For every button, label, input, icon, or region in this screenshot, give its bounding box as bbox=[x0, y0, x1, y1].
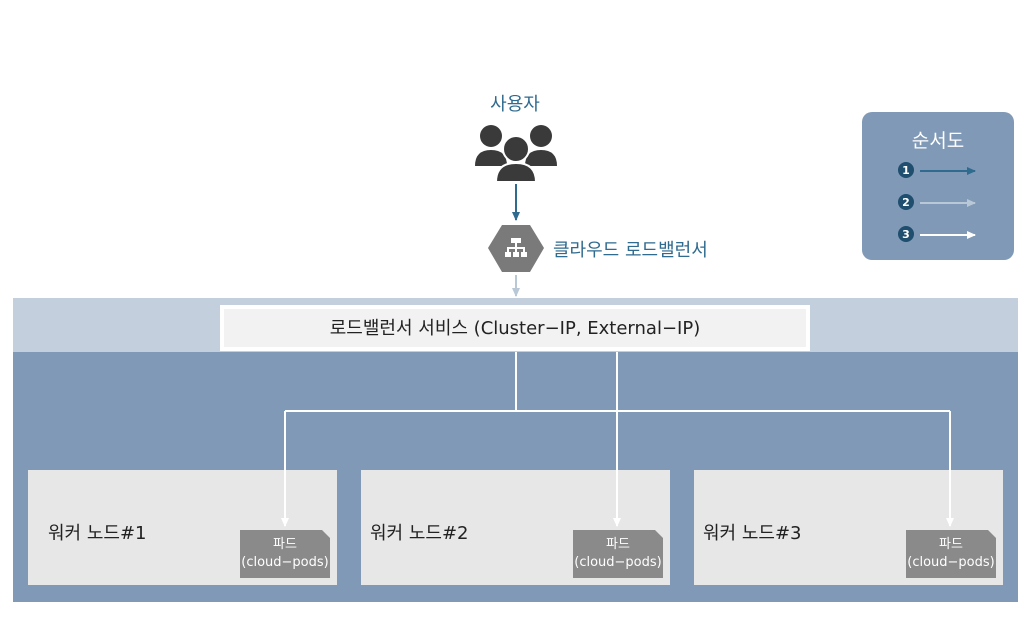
pod-box-2 bbox=[573, 530, 663, 578]
legend-item-1 bbox=[898, 162, 976, 178]
service-box bbox=[220, 305, 810, 351]
user-label: 사용자 bbox=[490, 94, 540, 115]
legend-badge-2 bbox=[898, 194, 914, 210]
worker-node-2-label: 워커 노드#2 bbox=[370, 523, 469, 544]
pod-3-title: 파드 bbox=[939, 537, 963, 552]
pod-1: 파드 (cloud−pods) bbox=[240, 536, 330, 572]
legend-box bbox=[862, 112, 1014, 260]
pod-2: 파드 (cloud−pods) bbox=[573, 536, 663, 572]
legend-number-3: 3 bbox=[902, 228, 910, 241]
legend-number-2: 2 bbox=[902, 196, 910, 209]
worker-node-1-label: 워커 노드#1 bbox=[48, 523, 147, 544]
users-icon bbox=[475, 125, 557, 183]
legend-item-2 bbox=[898, 194, 976, 210]
pod-3: 파드 (cloud−pods) bbox=[906, 536, 996, 572]
worker-node-3-label: 워커 노드#3 bbox=[703, 523, 802, 544]
load-balancer-icon bbox=[488, 225, 544, 272]
pod-box-3 bbox=[906, 530, 996, 578]
pod-1-name: (cloud−pods) bbox=[241, 555, 329, 570]
service-to-pods-connectors bbox=[281, 352, 954, 527]
pod-box-1 bbox=[240, 530, 330, 578]
load-balancer-label: 클라우드 로드밸런서 bbox=[553, 240, 708, 261]
pod-2-title: 파드 bbox=[606, 537, 630, 552]
legend-badge-1 bbox=[898, 162, 914, 178]
legend-badge-3 bbox=[898, 226, 914, 242]
legend-item-3 bbox=[898, 226, 976, 242]
legend-title: 순서도 bbox=[911, 130, 965, 152]
pod-2-name: (cloud−pods) bbox=[574, 555, 662, 570]
pod-3-name: (cloud−pods) bbox=[907, 555, 995, 570]
service-label: 로드밸런서 서비스 (Cluster−IP, External−IP) bbox=[329, 318, 701, 339]
legend-number-1: 1 bbox=[902, 164, 910, 177]
pod-1-title: 파드 bbox=[273, 537, 297, 552]
